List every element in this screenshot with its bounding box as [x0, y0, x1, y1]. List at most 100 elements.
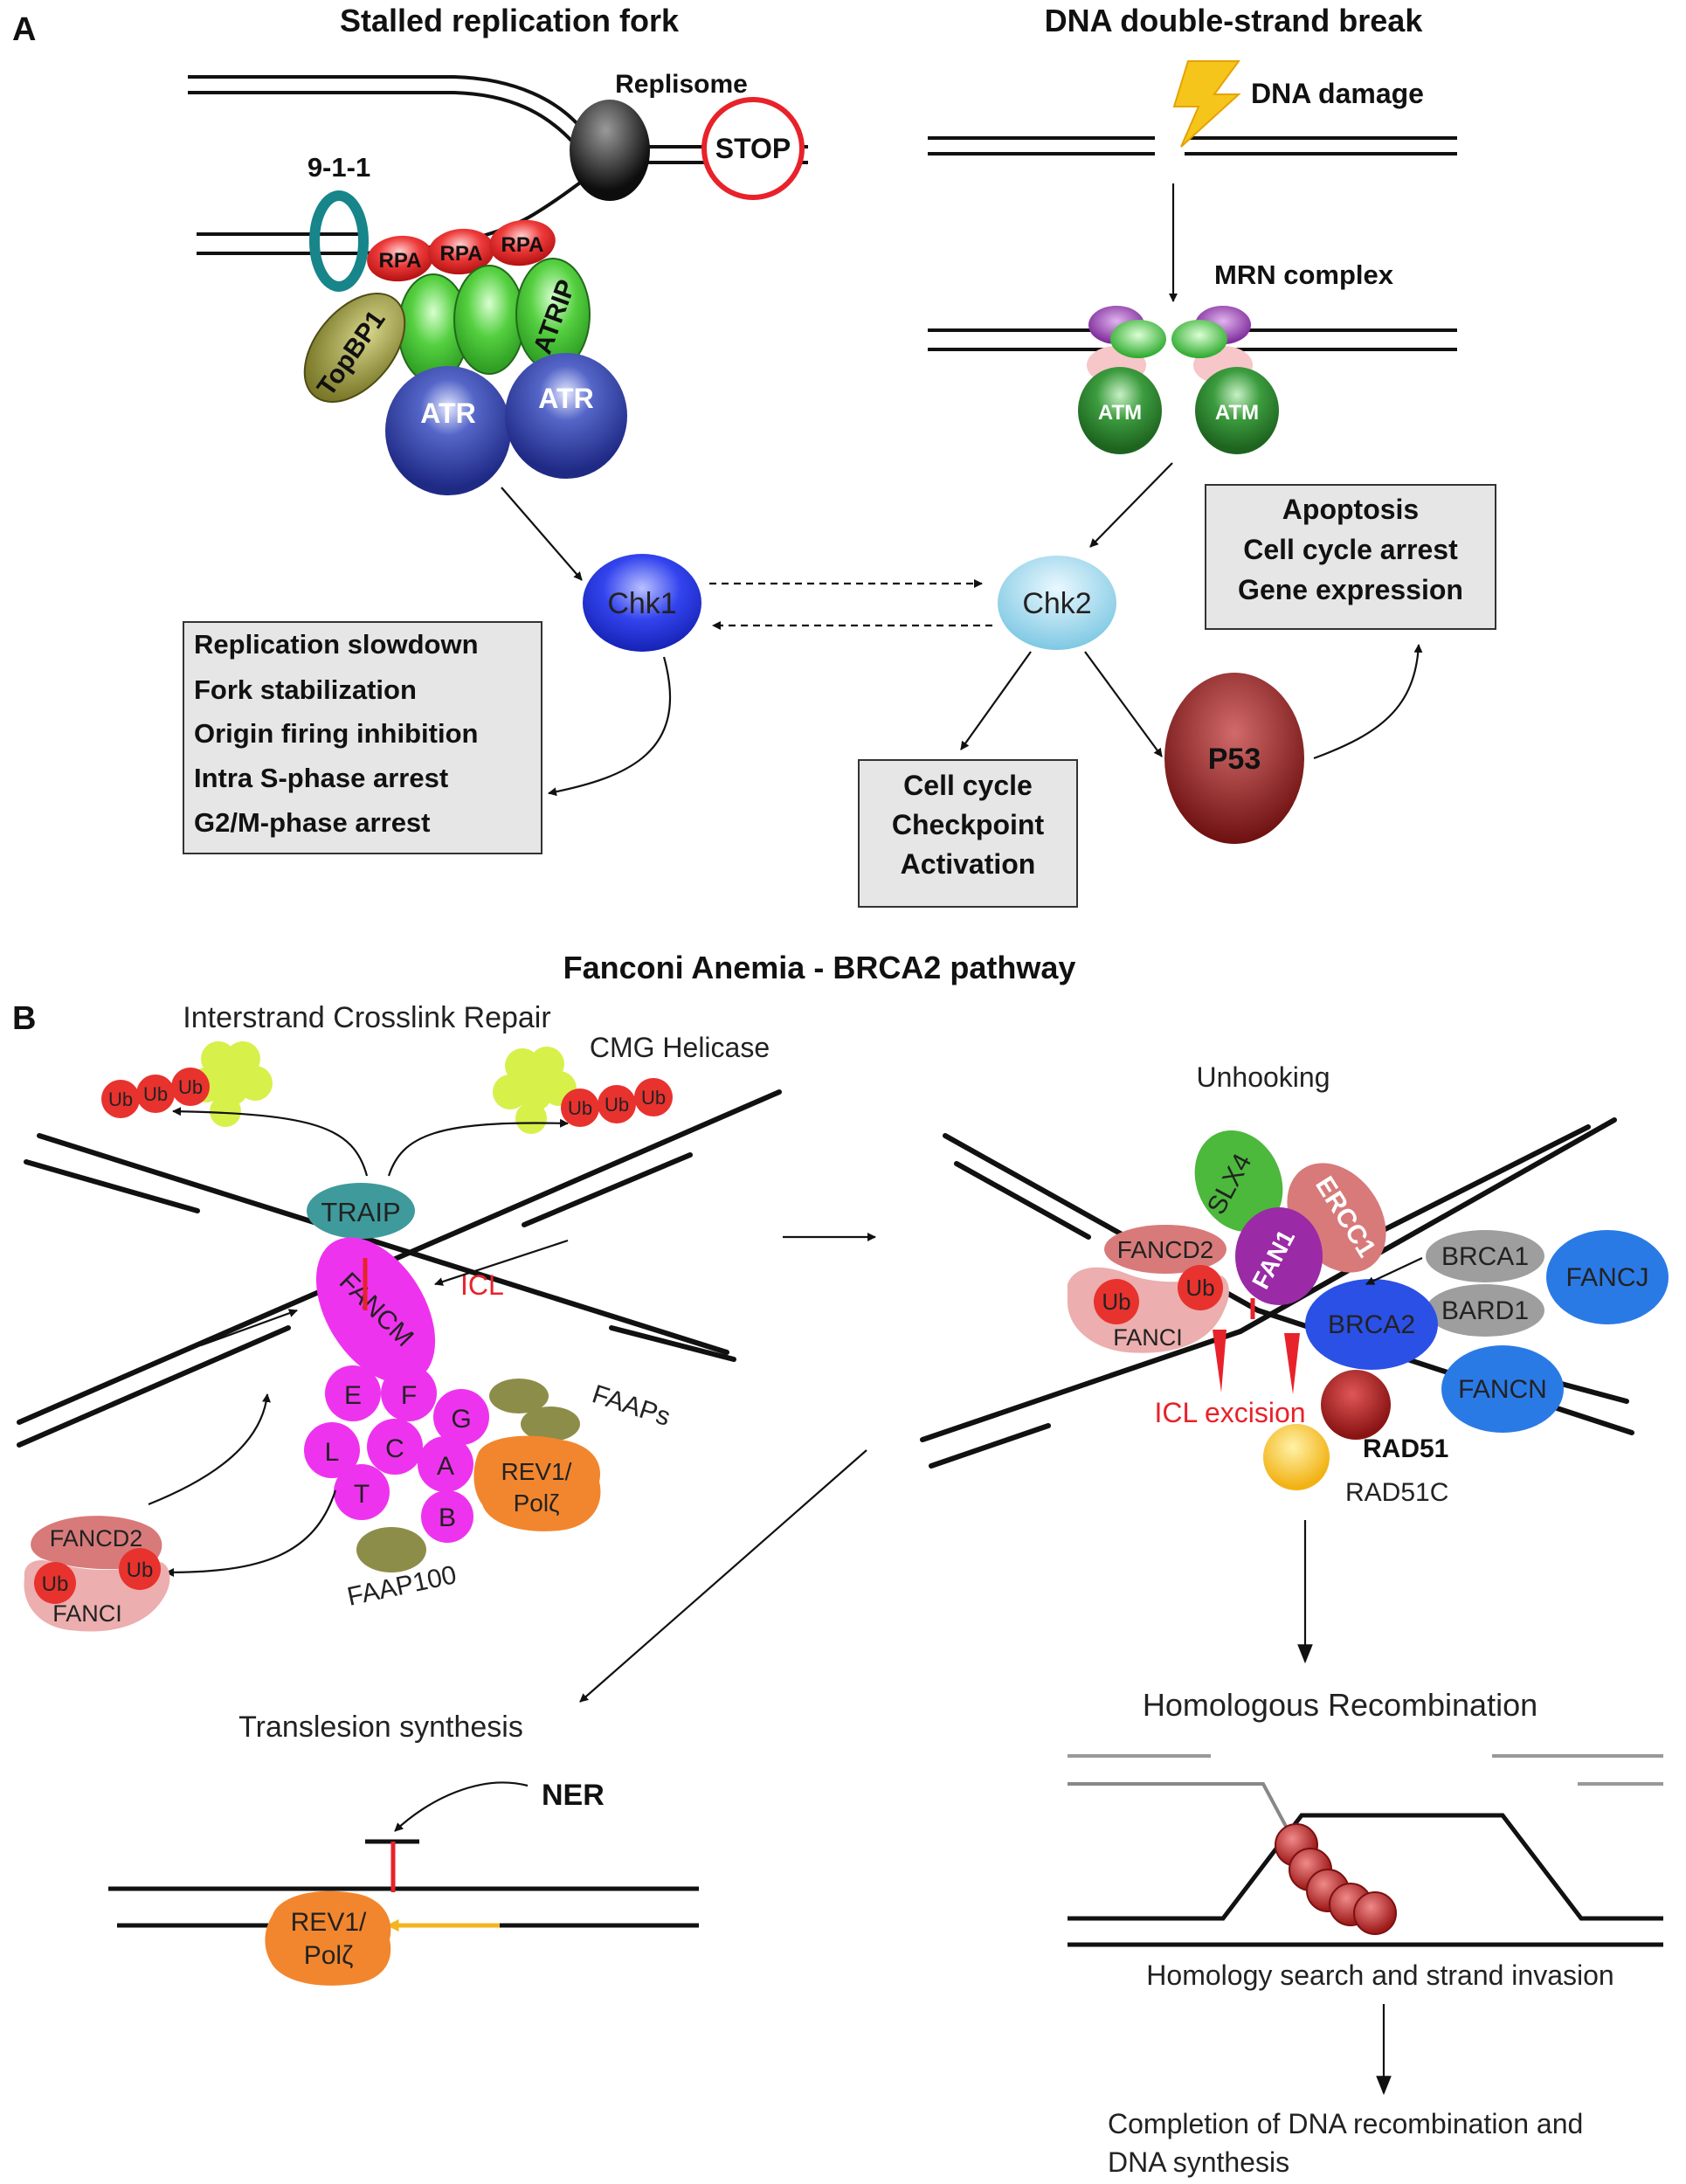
traip-label: TRAIP [321, 1197, 400, 1227]
chk1-outcome-item: Fork stabilization [194, 674, 417, 705]
rpa-label: RPA [379, 249, 422, 273]
fancn-label: FANCN [1458, 1375, 1547, 1404]
bard1-protein [1426, 1284, 1544, 1337]
stalled-fork-title: Stalled replication fork [340, 3, 680, 38]
rpa-protein [489, 219, 556, 266]
replisome-label: Replisome [615, 70, 748, 99]
atm-label: ATM [1215, 401, 1259, 425]
completion-line-2: DNA synthesis [1108, 2146, 1289, 2178]
tls-label: Translesion synthesis [238, 1711, 523, 1744]
ubiquitin-label: Ub [127, 1559, 154, 1582]
icl-dna-left [17, 1089, 782, 1448]
brca1-label: BRCA1 [1441, 1242, 1529, 1271]
fa-core-protein [304, 1422, 360, 1478]
ubiquitin [136, 1075, 175, 1113]
chk1-protein [583, 554, 701, 652]
p53-protein [1164, 673, 1304, 844]
fancd2-to-fancm-arrow [148, 1393, 271, 1506]
cmg-helicase-label: CMG Helicase [590, 1032, 770, 1063]
mrn-mre11-shape [1171, 320, 1227, 358]
atr-to-chk1-arrow [501, 487, 583, 581]
fa-core-letter: F [401, 1381, 417, 1410]
rev1-polzeta-shape [265, 1890, 391, 1986]
traip-ubiquitylation-arrow [172, 1107, 369, 1177]
brca1-to-brca2-arrow [1365, 1257, 1423, 1285]
fa-core-letter: L [325, 1438, 340, 1467]
fancn-protein [1441, 1345, 1564, 1433]
cmg-helicase-icon [493, 1047, 577, 1134]
rpa-protein [367, 235, 433, 282]
fanci-label: FANCI [52, 1600, 122, 1627]
chk1-outcomes-box [183, 621, 542, 854]
atr-protein [505, 353, 627, 479]
icl-label: ICL [460, 1269, 504, 1301]
chk2-to-p53-arrow [1084, 651, 1163, 757]
fanci-label: FANCI [1113, 1324, 1183, 1351]
checkpoint-line: Activation [901, 848, 1036, 880]
mrn-mre11-shape [1110, 320, 1166, 358]
homology-search-label: Homology search and strand invasion [1146, 1959, 1613, 1991]
lightning-icon [1172, 60, 1241, 148]
atm-protein [1195, 367, 1279, 454]
chk2-label: Chk2 [1022, 587, 1091, 620]
atm-label: ATM [1098, 401, 1142, 425]
p53-label: P53 [1208, 743, 1261, 776]
ubiquitin [171, 1068, 210, 1106]
fancd2-label: FANCD2 [1117, 1236, 1213, 1263]
nine-one-one-clamp [309, 190, 369, 292]
polzeta-label: Polζ [514, 1489, 560, 1517]
faap-protein [521, 1406, 580, 1441]
mrn-complex-label: MRN complex [1214, 259, 1394, 290]
faap-protein [489, 1379, 549, 1413]
fa-core-letter: A [437, 1452, 454, 1481]
fancd2-label: FANCD2 [50, 1525, 143, 1552]
traip-ubiquitylation-arrow [387, 1118, 569, 1177]
excision-marker [1213, 1330, 1226, 1393]
rad51-filament-ball [1353, 1891, 1397, 1935]
brca2-label: BRCA2 [1328, 1310, 1415, 1339]
rev1-polzeta-shape [473, 1435, 601, 1531]
topbp1-protein [303, 293, 406, 403]
atrip-protein [453, 265, 525, 375]
helicase-approach-arrow [200, 1309, 298, 1347]
bard1-label: BARD1 [1441, 1296, 1529, 1325]
ubiquitin [34, 1562, 76, 1604]
nine-one-one-label: 9-1-1 [307, 152, 370, 183]
ubiquitin [101, 1080, 140, 1118]
traip-protein [307, 1183, 415, 1239]
brca1-protein [1426, 1230, 1544, 1282]
fa-core-protein [367, 1419, 423, 1475]
atm-to-chk2-arrow [1089, 462, 1173, 548]
ubiquitin-label: Ub [42, 1572, 69, 1596]
panel-a-letter: A [12, 11, 36, 48]
ubiquitin [634, 1078, 673, 1116]
fa-core-letter: G [451, 1405, 471, 1434]
ner-label: NER [542, 1779, 605, 1812]
fa-core-protein [421, 1490, 473, 1543]
ubiquitin [598, 1085, 636, 1123]
fa-core-letter: B [439, 1503, 456, 1532]
replisome-shape [570, 100, 650, 201]
fa-core-letter: C [385, 1434, 404, 1463]
rpa-label: RPA [501, 233, 544, 257]
ubiquitin [561, 1089, 599, 1127]
icl-repair-label: Interstrand Crosslink Repair [183, 1001, 550, 1034]
atr-label: ATR [420, 397, 475, 429]
checkpoint-box [858, 759, 1078, 908]
checkpoint-line: Cell cycle [903, 770, 1033, 801]
chk1-outcome-item: Intra S-phase arrest [194, 763, 448, 793]
completion-line-1: Completion of DNA recombination and [1108, 2108, 1583, 2139]
fa-core-protein [381, 1365, 437, 1421]
ubiquitin-label: Ub [605, 1094, 629, 1116]
rev1-label: REV1/ [501, 1458, 572, 1485]
stop-label: STOP [715, 133, 791, 164]
dsb-dna-top [928, 136, 1457, 156]
p53-outcome-item: Apoptosis [1282, 494, 1419, 525]
core-to-fancd2-arrow [165, 1489, 337, 1577]
rad51-protein [1321, 1370, 1391, 1440]
ubiquitin-label: Ub [641, 1087, 666, 1109]
chk2-to-checkpoint-arrow [960, 651, 1032, 750]
hr-invading-strand [1068, 1782, 1291, 1834]
slx4-protein [1194, 1130, 1283, 1233]
ubiquitin [1094, 1279, 1139, 1324]
